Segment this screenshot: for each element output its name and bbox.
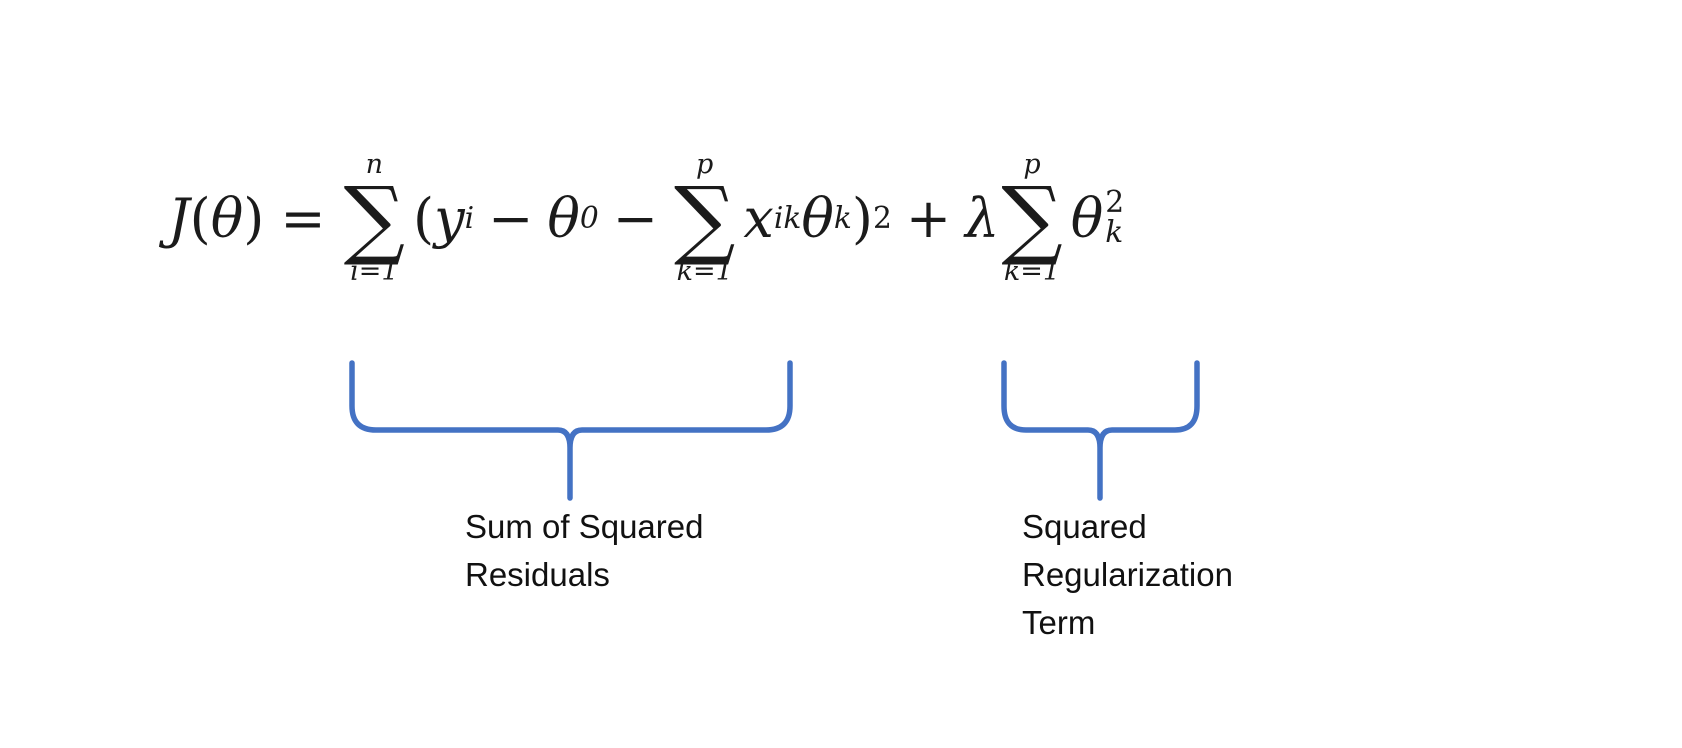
theta-lhs: θ bbox=[210, 186, 244, 250]
lambda-symbol: λ bbox=[965, 186, 1000, 250]
reg-superscript-2: 2 bbox=[1105, 185, 1125, 221]
var-theta-reg: θ bbox=[1070, 186, 1104, 250]
label-squared-regularization-term: Squared Regularization Term bbox=[1022, 508, 1233, 641]
equals-sign: = bbox=[280, 186, 326, 250]
summation-over-i: n ∑ i=1 bbox=[344, 149, 405, 288]
sigma-icon: ∑ bbox=[673, 168, 736, 269]
sub-k: k bbox=[833, 200, 852, 236]
minus-sign-1: − bbox=[488, 186, 534, 250]
sum3-lower-limit: k=1 bbox=[1003, 256, 1061, 288]
sum2-lower-limit: k=1 bbox=[676, 256, 733, 288]
sum1-lower-limit: i=1 bbox=[350, 256, 399, 288]
close-paren: ) bbox=[851, 186, 873, 250]
summation-over-k-reg: p ∑ k=1 bbox=[1001, 149, 1062, 288]
right-underbrace bbox=[1001, 360, 1200, 501]
var-theta0: θ bbox=[547, 186, 580, 250]
sub-0: 0 bbox=[579, 200, 599, 236]
var-theta-k: θ bbox=[801, 186, 834, 250]
sub-i: i bbox=[464, 200, 475, 236]
sub-ik: ik bbox=[773, 200, 802, 236]
var-x: x bbox=[743, 186, 774, 250]
summation-over-k-inner: p ∑ k=1 bbox=[674, 149, 735, 288]
open-paren-lhs: ( bbox=[189, 186, 211, 250]
sum3-upper-limit: p bbox=[1023, 148, 1041, 180]
close-paren-lhs: ) bbox=[243, 186, 265, 250]
open-paren: ( bbox=[412, 186, 435, 250]
squared-exponent: 2 bbox=[872, 200, 892, 236]
var-y: y bbox=[434, 186, 465, 250]
sum2-upper-limit: p bbox=[696, 148, 714, 180]
function-J: J bbox=[168, 186, 190, 250]
left-underbrace bbox=[349, 360, 793, 501]
sum1-upper-limit: n bbox=[365, 148, 383, 180]
minus-sign-2: − bbox=[612, 186, 658, 250]
sigma-icon: ∑ bbox=[1001, 168, 1063, 269]
label-sum-of-squared-residuals: Sum of Squared Residuals bbox=[465, 508, 704, 593]
sigma-icon: ∑ bbox=[343, 168, 405, 269]
plus-sign: + bbox=[905, 186, 952, 250]
reg-subscript-k: k bbox=[1105, 215, 1124, 250]
